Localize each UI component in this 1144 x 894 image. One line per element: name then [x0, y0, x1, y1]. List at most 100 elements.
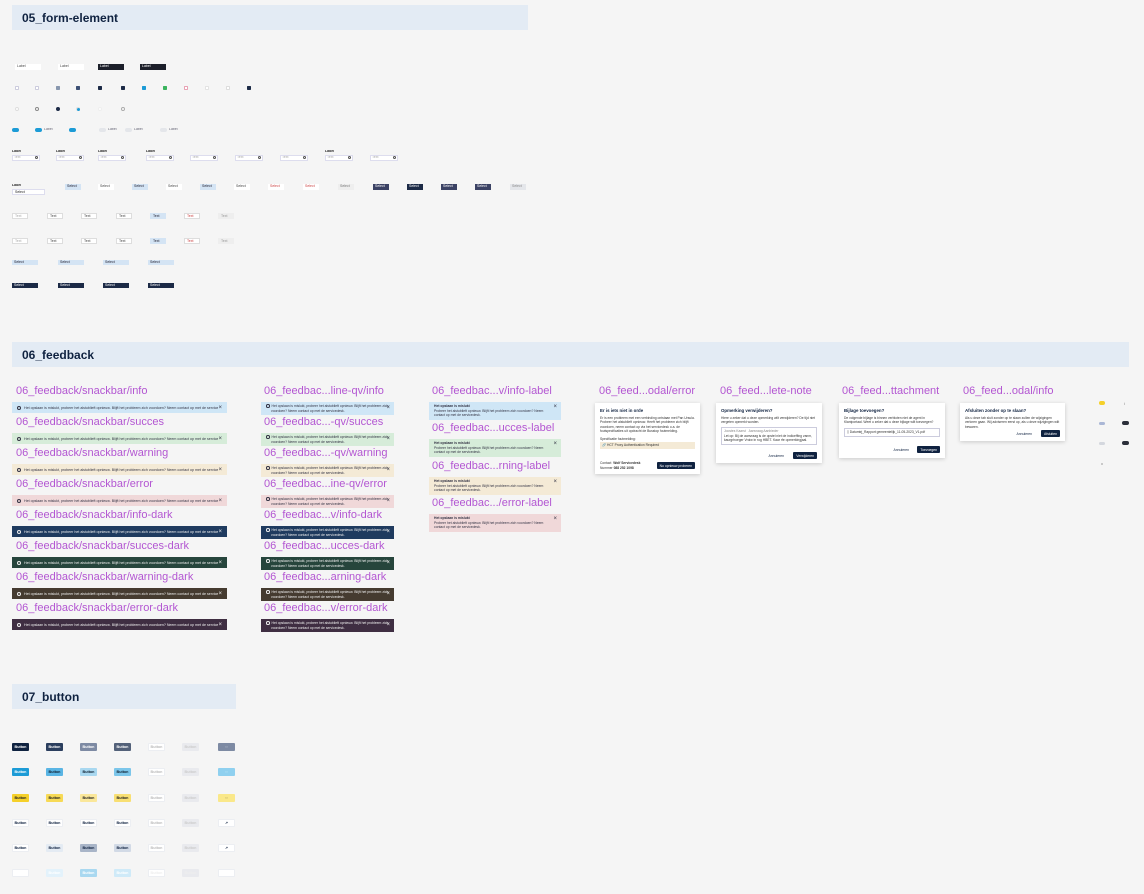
toggle-switch[interactable]: [69, 128, 76, 132]
cancel-button[interactable]: Annuleren: [1016, 431, 1032, 436]
toggle-switch[interactable]: [125, 128, 132, 132]
select-dropdown[interactable]: Select: [441, 184, 457, 190]
text-input[interactable]: [146, 155, 174, 161]
icon-button[interactable]: ◌: [218, 768, 235, 776]
button[interactable]: Button: [148, 768, 165, 776]
icon-button[interactable]: ◌: [218, 743, 235, 751]
select-dropdown[interactable]: Select: [12, 189, 45, 195]
close-icon[interactable]: ×: [386, 622, 390, 628]
close-icon[interactable]: ×: [218, 404, 222, 411]
radio-button[interactable]: [98, 107, 102, 111]
close-without-save-button[interactable]: Afsluiten: [1040, 430, 1060, 437]
text-input[interactable]: [325, 155, 353, 161]
text-field[interactable]: Text: [12, 213, 28, 219]
select-dropdown[interactable]: Select: [268, 184, 284, 190]
checkbox[interactable]: [163, 86, 167, 90]
close-icon[interactable]: ×: [386, 529, 390, 535]
toggle-dark[interactable]: [1122, 421, 1129, 425]
button[interactable]: Button: [114, 844, 131, 852]
checkbox[interactable]: [226, 86, 230, 90]
button[interactable]: Button: [12, 743, 29, 751]
close-icon[interactable]: ×: [386, 591, 390, 597]
button[interactable]: Button: [80, 768, 97, 776]
button[interactable]: Button: [80, 743, 97, 751]
radio-button[interactable]: [56, 107, 60, 111]
button[interactable]: Button: [114, 768, 131, 776]
button[interactable]: Button: [114, 819, 131, 827]
close-icon[interactable]: ×: [218, 466, 222, 473]
text-field[interactable]: Text: [81, 238, 97, 244]
close-icon[interactable]: ×: [386, 560, 390, 566]
button[interactable]: Button: [114, 743, 131, 751]
button[interactable]: Button: [182, 819, 199, 827]
select-pill[interactable]: Select: [148, 260, 174, 265]
select-dropdown[interactable]: Select: [373, 184, 389, 190]
button[interactable]: Button: [148, 743, 165, 751]
radio-button[interactable]: [35, 107, 39, 111]
select-dropdown[interactable]: Select: [510, 184, 526, 190]
text-input[interactable]: [56, 155, 84, 161]
delete-button[interactable]: Verwijderen: [793, 452, 817, 459]
button[interactable]: Button: [148, 869, 165, 877]
close-icon[interactable]: ×: [386, 436, 390, 442]
button[interactable]: Button: [80, 794, 97, 802]
button[interactable]: Button: [12, 844, 29, 852]
select-dropdown[interactable]: Select: [65, 184, 81, 190]
button[interactable]: Button: [46, 768, 63, 776]
button[interactable]: Button: [182, 869, 199, 877]
text-field[interactable]: Text: [150, 238, 166, 244]
checkbox[interactable]: [205, 86, 209, 90]
text-field[interactable]: Text: [47, 213, 63, 219]
checkbox[interactable]: [35, 86, 39, 90]
toggle-switch[interactable]: [160, 128, 167, 132]
button[interactable]: Button: [182, 844, 199, 852]
text-field[interactable]: Text: [116, 238, 132, 244]
text-input[interactable]: [280, 155, 308, 161]
text-field[interactable]: Text: [116, 213, 132, 219]
text-field[interactable]: Text: [184, 238, 200, 244]
text-field[interactable]: Text: [47, 238, 63, 244]
select-dropdown[interactable]: Select: [132, 184, 148, 190]
button[interactable]: Button: [12, 768, 29, 776]
close-icon[interactable]: ×: [218, 497, 222, 504]
toggle-switch[interactable]: [35, 128, 42, 132]
cancel-button[interactable]: Annuleren: [768, 453, 784, 458]
button[interactable]: Button: [114, 869, 131, 877]
button[interactable]: Button: [46, 743, 63, 751]
radio-button[interactable]: [15, 107, 19, 111]
close-icon[interactable]: ×: [553, 479, 557, 485]
select-pill[interactable]: Select: [12, 260, 38, 265]
icon-button[interactable]: ↗: [218, 819, 235, 827]
toggle-switch[interactable]: [99, 128, 106, 132]
select-dropdown[interactable]: Select: [98, 184, 114, 190]
select-pill-dark[interactable]: Select: [12, 283, 38, 288]
button[interactable]: Button: [80, 844, 97, 852]
text-input[interactable]: [98, 155, 126, 161]
select-dropdown[interactable]: Select: [407, 184, 423, 190]
text-field[interactable]: Text: [218, 238, 234, 244]
checkbox[interactable]: [184, 86, 188, 90]
select-pill[interactable]: Select: [103, 260, 129, 265]
close-icon[interactable]: ×: [386, 498, 390, 504]
button[interactable]: Button: [46, 844, 63, 852]
checkbox[interactable]: [247, 86, 251, 90]
button[interactable]: Button: [148, 844, 165, 852]
select-pill-dark[interactable]: Select: [58, 283, 84, 288]
close-icon[interactable]: ×: [553, 516, 557, 522]
checkbox[interactable]: [121, 86, 125, 90]
button[interactable]: Button: [182, 743, 199, 751]
text-input[interactable]: [370, 155, 398, 161]
select-dropdown[interactable]: Select: [303, 184, 319, 190]
text-field[interactable]: Text: [218, 213, 234, 219]
checkbox[interactable]: [76, 86, 80, 90]
text-field[interactable]: Text: [150, 213, 166, 219]
button[interactable]: Button: [148, 819, 165, 827]
select-dropdown[interactable]: Select: [200, 184, 216, 190]
icon-button[interactable]: [218, 869, 235, 877]
checkbox[interactable]: [56, 86, 60, 90]
text-field[interactable]: Text: [184, 213, 200, 219]
close-icon[interactable]: ×: [553, 404, 557, 410]
toggle-switch[interactable]: [12, 128, 19, 132]
text-field[interactable]: Text: [12, 238, 28, 244]
cancel-button[interactable]: Annuleren: [893, 447, 909, 452]
